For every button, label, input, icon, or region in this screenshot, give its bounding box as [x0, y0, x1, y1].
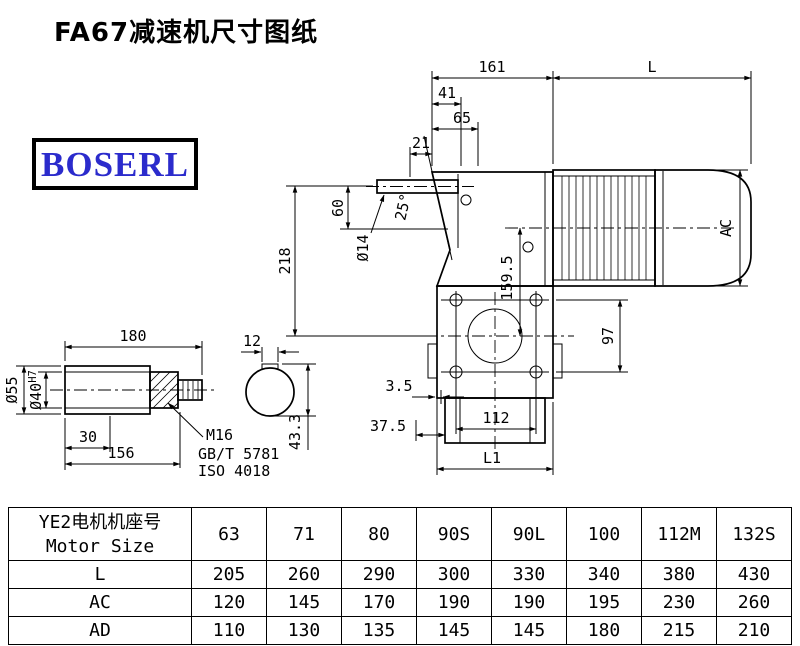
mounting-foot	[552, 343, 563, 379]
keyway-slot	[261, 363, 279, 370]
table-header-motor-size: YE2电机机座号 Motor Size	[8, 507, 192, 561]
shaft-detail: 180 Ø55 Ø40H7 30 156 M16 GB/T 5781 ISO 4…	[3, 327, 279, 480]
dim-shaft-dia-label: Ø14	[354, 234, 372, 261]
table-col-80: 80	[341, 507, 417, 561]
table-cell: 120	[191, 588, 267, 617]
dim-161-label: 161	[478, 58, 505, 76]
table-row-AC: AC 120 145 170 190 190 195 230 260	[8, 588, 792, 617]
dim-angle-label: 25°	[391, 192, 415, 222]
table-cell: 190	[416, 588, 492, 617]
dim-156-label: 156	[107, 444, 134, 462]
dim-218-label: 218	[276, 247, 294, 274]
table-cell: 195	[566, 588, 642, 617]
table-cell: 340	[566, 560, 642, 589]
table-cell: 430	[716, 560, 792, 589]
table-cell: 210	[716, 616, 792, 645]
table-cell: 300	[416, 560, 492, 589]
table-cell: 145	[416, 616, 492, 645]
mounting-foot	[427, 343, 438, 379]
table-cell: 170	[341, 588, 417, 617]
flange-bolt-hole	[529, 365, 543, 379]
dimensions-main-view: 161 L 41 65 21 60 218 Ø14 25° 159.5	[276, 58, 752, 475]
dim-dia55-label: Ø55	[3, 376, 21, 403]
keyway-section: 12 43.3	[241, 332, 316, 450]
flange-bolt-hole	[449, 293, 463, 307]
flange-bolt-hole	[529, 293, 543, 307]
dim-43-3-label: 43.3	[286, 414, 304, 450]
dimension-drawing: .o{stroke:#000;stroke-width:1.7;fill:non…	[3, 58, 752, 480]
table-col-90l: 90L	[491, 507, 567, 561]
table-cell: 330	[491, 560, 567, 589]
table-col-112m: 112M	[641, 507, 717, 561]
row-label-AD: AD	[8, 616, 192, 645]
table-cell: 190	[491, 588, 567, 617]
table-cell: 110	[191, 616, 267, 645]
standard-gb-label: GB/T 5781	[198, 445, 279, 463]
page-title: FA67减速机尺寸图纸	[54, 18, 319, 48]
output-flange	[424, 285, 574, 452]
fan-cowl	[654, 169, 752, 287]
angle-face-line	[423, 135, 453, 261]
table-cell: 130	[266, 616, 342, 645]
table-cell: 145	[491, 616, 567, 645]
dim-30-label: 30	[79, 428, 97, 446]
table-col-100: 100	[566, 507, 642, 561]
standard-iso-label: ISO 4018	[198, 462, 270, 480]
motor	[505, 169, 752, 287]
table-header-row: YE2电机机座号 Motor Size 63 71 80 90S 90L 100…	[8, 507, 792, 561]
dim-dia40-label: Ø40H7	[27, 370, 45, 410]
table-cell: 380	[641, 560, 717, 589]
dim-112-label: 112	[482, 409, 509, 427]
dim-37-5-label: 37.5	[370, 417, 406, 435]
input-shaft	[366, 179, 474, 194]
dim-41-label: 41	[438, 84, 456, 102]
dim-65-label: 65	[453, 109, 471, 127]
table-cell: 215	[641, 616, 717, 645]
table-cell: 290	[341, 560, 417, 589]
bore-circle	[245, 367, 295, 417]
table-col-90s: 90S	[416, 507, 492, 561]
bolt-hole	[460, 194, 472, 206]
table-cell: 145	[266, 588, 342, 617]
bolt-hole	[522, 241, 534, 253]
dim-21-label: 21	[412, 134, 430, 152]
table-cell: 180	[566, 616, 642, 645]
row-label-AC: AC	[8, 588, 192, 617]
dim-AC-label: AC	[717, 219, 735, 237]
table-cell: 205	[191, 560, 267, 589]
dim-L-label: L	[647, 58, 656, 76]
dim-60-label: 60	[329, 199, 347, 217]
section-hatching	[149, 371, 179, 409]
dim-97-label: 97	[599, 327, 617, 345]
table-row-AD: AD 110 130 135 145 145 180 215 210	[8, 616, 792, 645]
table-col-132s: 132S	[716, 507, 792, 561]
boserl-logo-text: BOSERL	[41, 144, 189, 184]
motor-size-table: YE2电机机座号 Motor Size 63 71 80 90S 90L 100…	[8, 507, 792, 645]
table-col-63: 63	[191, 507, 267, 561]
flange-bolt-hole	[449, 365, 463, 379]
dim-12-label: 12	[243, 332, 261, 350]
table-row-L: L 205 260 290 300 330 340 380 430	[8, 560, 792, 589]
boserl-logo: BOSERL	[32, 138, 198, 190]
table-cell: 135	[341, 616, 417, 645]
table-header-en: Motor Size	[45, 536, 155, 557]
table-cell: 260	[716, 588, 792, 617]
gearbox-housing	[423, 135, 554, 287]
thread-label: M16	[206, 426, 233, 444]
table-cell: 230	[641, 588, 717, 617]
dim-L1-label: L1	[483, 449, 501, 467]
dim-159-5-label: 159.5	[498, 255, 516, 300]
row-label-L: L	[8, 560, 192, 589]
dim-3-5-label: 3.5	[385, 377, 412, 395]
dim-180-label: 180	[119, 327, 146, 345]
table-col-71: 71	[266, 507, 342, 561]
table-header-cn: YE2电机机座号	[38, 512, 162, 533]
table-cell: 260	[266, 560, 342, 589]
